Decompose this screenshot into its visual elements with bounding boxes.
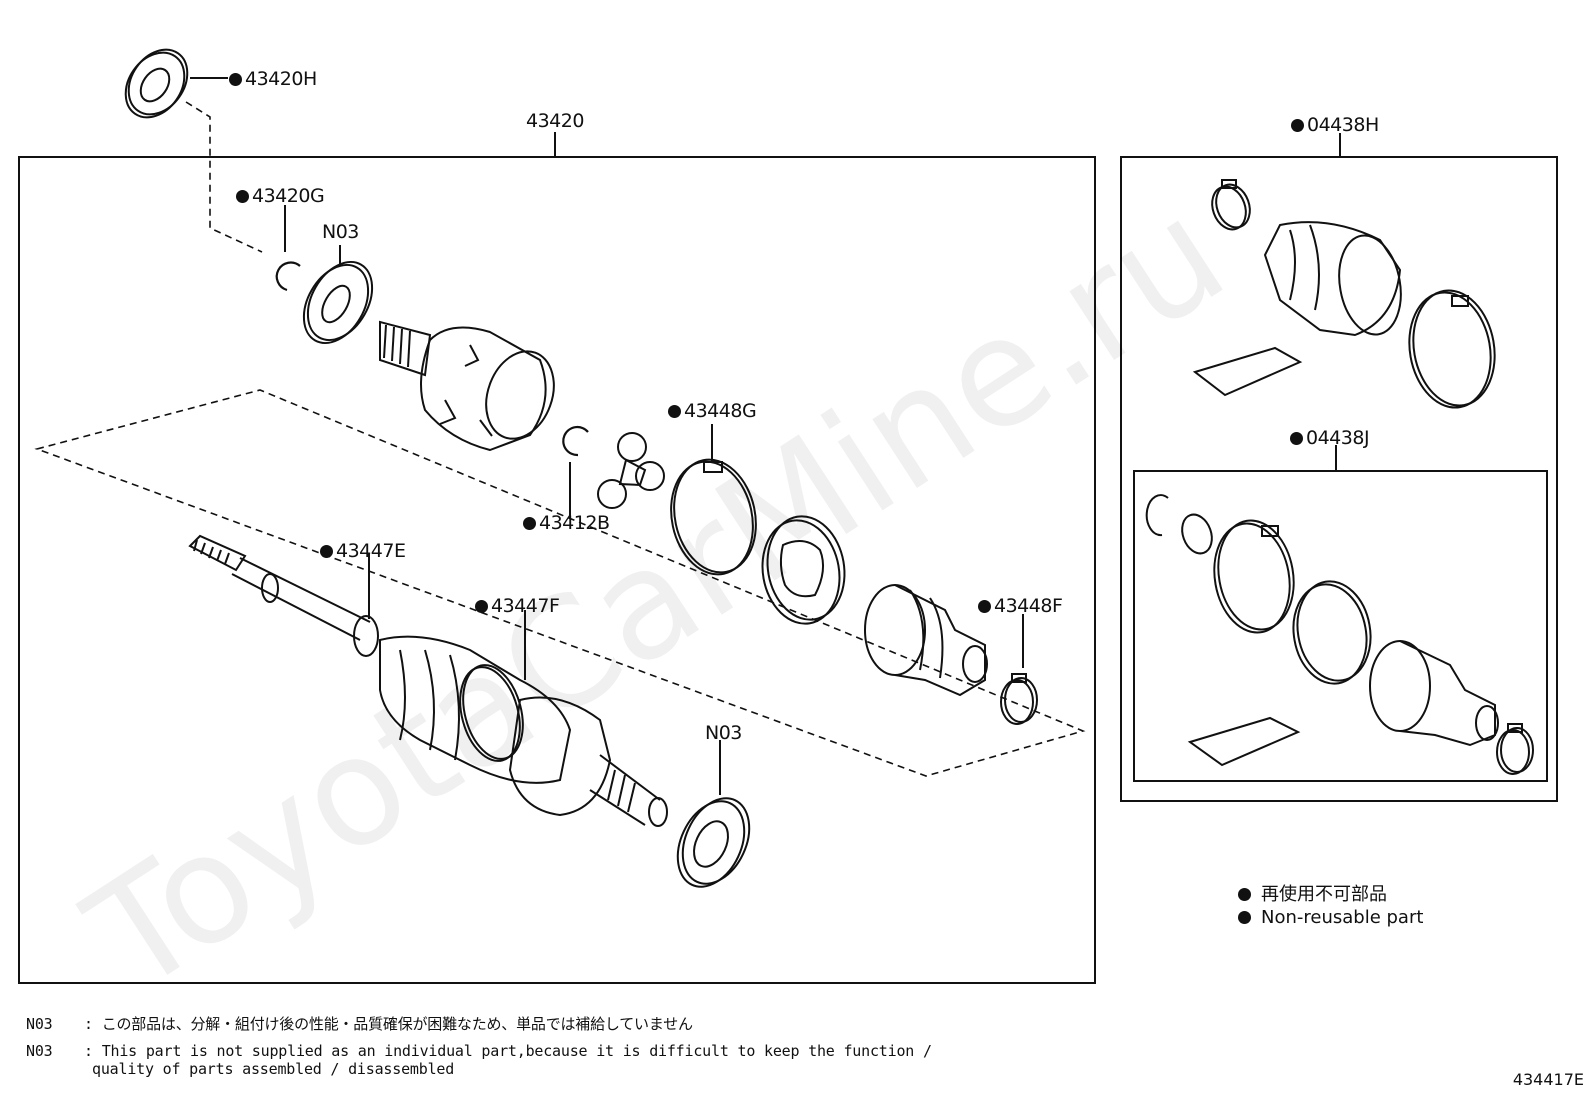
seal-43420h xyxy=(124,48,189,119)
legend-en: Non-reusable part xyxy=(1238,907,1423,928)
footnote-text: この部品は、分解・組付け後の性能・品質確保が困難なため、単品では補給していません xyxy=(101,1015,693,1033)
tripod-joint xyxy=(597,432,665,509)
label-04438h-text: 04438H xyxy=(1307,114,1379,136)
non-reusable-dot-icon xyxy=(236,190,249,203)
label-n03-bottom[interactable]: N03 xyxy=(705,723,742,743)
footnote-sep: : xyxy=(84,1042,93,1060)
label-43447f[interactable]: 43447F xyxy=(475,595,560,617)
legend-jp-text: 再使用不可部品 xyxy=(1261,884,1387,905)
seal-n03-bottom xyxy=(676,797,751,888)
footnote-jp: N03: この部品は、分解・組付け後の性能・品質確保が困難なため、単品では補給し… xyxy=(26,1013,693,1034)
non-reusable-dot-icon xyxy=(523,517,536,530)
non-reusable-dot-icon xyxy=(1238,888,1251,901)
label-43420g-text: 43420G xyxy=(252,185,325,207)
label-43420g[interactable]: 43420G xyxy=(236,185,325,207)
label-43448g-text: 43448G xyxy=(684,400,757,422)
label-04438h[interactable]: 04438H xyxy=(1291,115,1379,135)
kit-j-frame xyxy=(1133,470,1548,782)
label-43447f-text: 43447F xyxy=(491,595,560,617)
label-43448f[interactable]: 43448F xyxy=(978,595,1063,617)
legend-jp: 再使用不可部品 xyxy=(1238,880,1387,906)
washer-n03-top xyxy=(302,261,374,344)
label-43412b-text: 43412B xyxy=(539,512,610,534)
label-43420h-text: 43420H xyxy=(245,68,317,90)
clamp-43448g xyxy=(670,458,757,576)
footnote-code: N03 xyxy=(26,1015,53,1033)
footnote-en-cont: quality of parts assembled / disassemble… xyxy=(92,1060,454,1078)
inboard-boot xyxy=(864,584,988,697)
label-n03-top-text: N03 xyxy=(322,221,359,243)
label-43448g[interactable]: 43448G xyxy=(668,400,757,422)
kit-h-parts xyxy=(1192,179,1496,409)
footnote-text: quality of parts assembled / disassemble… xyxy=(92,1060,455,1078)
label-43447e[interactable]: 43447E xyxy=(320,540,406,562)
non-reusable-dot-icon xyxy=(320,545,333,558)
non-reusable-dot-icon xyxy=(1290,432,1303,445)
label-43420-text: 43420 xyxy=(526,110,584,132)
label-43420[interactable]: 43420 xyxy=(526,111,584,131)
label-43412b[interactable]: 43412B xyxy=(523,512,610,534)
label-n03-top[interactable]: N03 xyxy=(322,222,359,242)
footnote-text: This part is not supplied as an individu… xyxy=(101,1042,932,1060)
footnote-sep: : xyxy=(84,1015,93,1033)
label-43420h[interactable]: 43420H xyxy=(229,69,317,89)
boot-adapter-ring xyxy=(761,515,846,625)
snap-ring-43420g xyxy=(275,261,301,292)
non-reusable-dot-icon xyxy=(229,73,242,86)
label-04438j-text: 04438J xyxy=(1306,427,1370,449)
snap-ring-43412b xyxy=(562,425,589,457)
non-reusable-dot-icon xyxy=(1291,119,1304,132)
figure-number: 434417E xyxy=(1512,1070,1584,1089)
footnote-en: N03: This part is not supplied as an ind… xyxy=(26,1042,932,1060)
inboard-joint-housing xyxy=(379,320,555,452)
outboard-joint xyxy=(379,635,668,827)
label-43447e-text: 43447E xyxy=(336,540,406,562)
non-reusable-dot-icon xyxy=(668,405,681,418)
non-reusable-dot-icon xyxy=(475,600,488,613)
non-reusable-dot-icon xyxy=(1238,911,1251,924)
kit-j-parts xyxy=(1145,494,1534,775)
non-reusable-dot-icon xyxy=(978,600,991,613)
drive-shaft xyxy=(188,534,379,657)
label-n03-bottom-text: N03 xyxy=(705,722,742,744)
label-04438j[interactable]: 04438J xyxy=(1290,427,1370,449)
main-assembly-frame xyxy=(18,156,1096,984)
label-43448f-text: 43448F xyxy=(994,595,1063,617)
legend-en-text: Non-reusable part xyxy=(1261,907,1424,928)
footnote-code: N03 xyxy=(26,1042,53,1060)
clamp-43448f xyxy=(1000,673,1038,725)
